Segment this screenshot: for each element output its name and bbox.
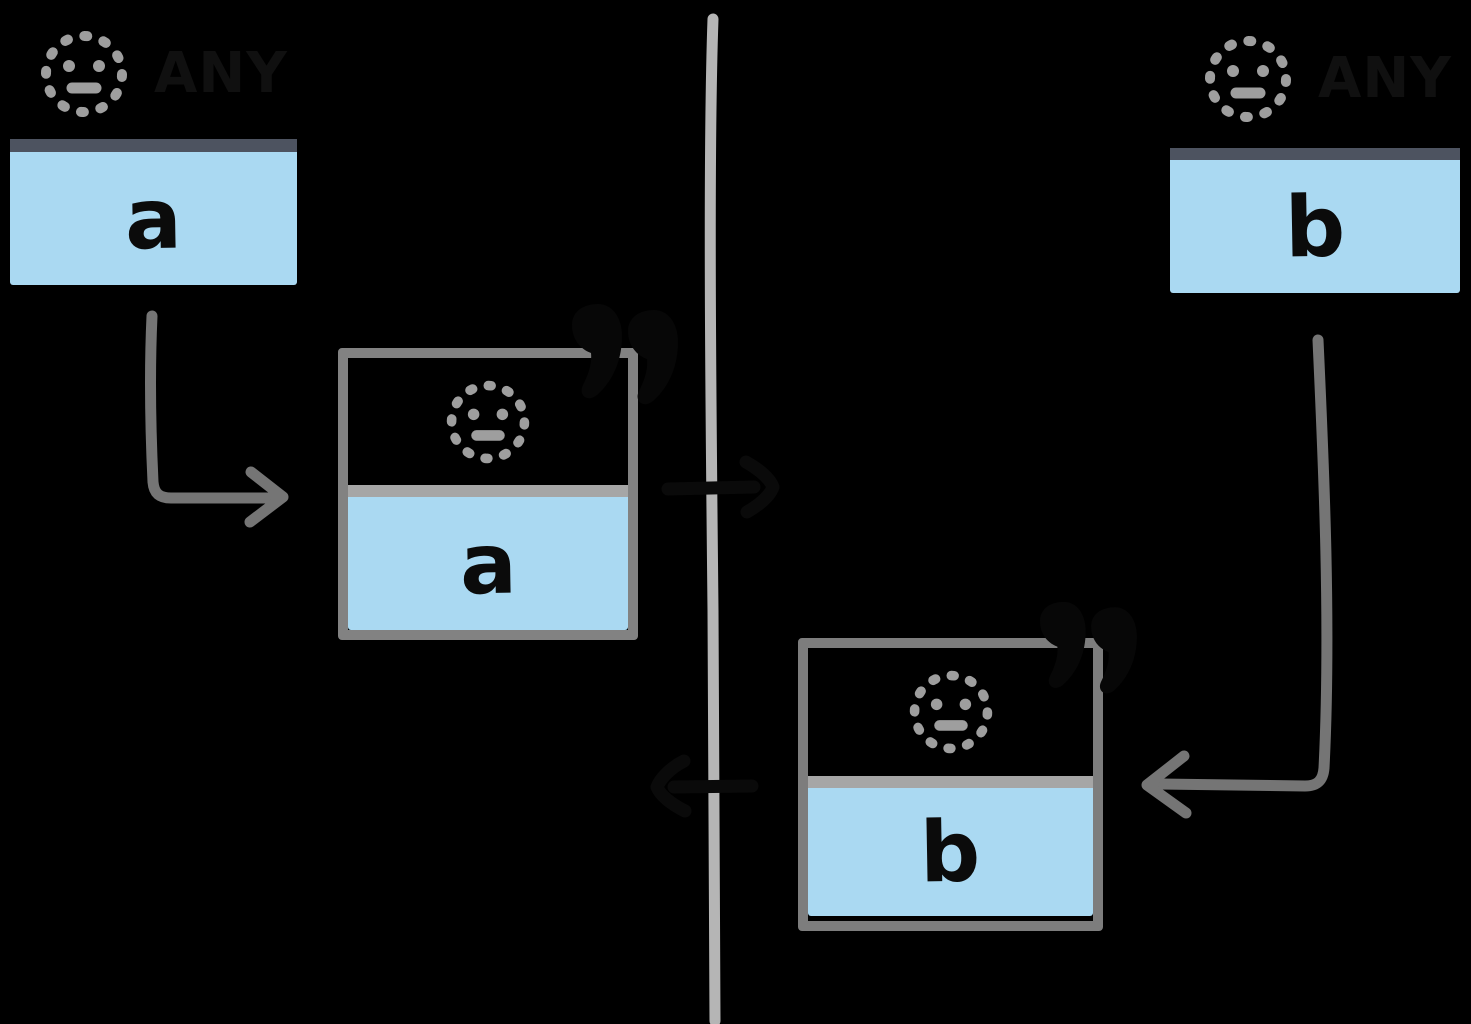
any-user-badge: ANY <box>1318 46 1452 111</box>
card-divider <box>808 776 1093 788</box>
arrow-message-a-across-boundary <box>661 455 780 519</box>
message-letter: b <box>919 802 982 902</box>
card-body: b <box>808 788 1093 916</box>
user-card-b: ANY b <box>1170 10 1460 293</box>
boundary-line <box>704 13 721 1024</box>
message-card-b: b <box>798 638 1103 931</box>
arrow-user-a-to-message <box>144 310 289 528</box>
message-letter: a <box>458 514 518 613</box>
message-letter: a <box>124 169 183 268</box>
card-header: ANY <box>1170 10 1460 148</box>
user-card-a: ANY a <box>10 8 297 285</box>
user-smiley-icon <box>41 30 127 117</box>
card-body: b <box>1170 160 1460 293</box>
card-header <box>808 648 1093 776</box>
user-smiley-icon <box>909 670 992 754</box>
card-body: a <box>348 497 628 630</box>
arrow-user-b-to-message <box>1141 334 1333 819</box>
quote-icon-b <box>1040 601 1137 694</box>
card-divider <box>1170 148 1460 160</box>
card-divider <box>10 139 297 152</box>
card-header: ANY <box>10 8 297 139</box>
card-divider <box>348 485 628 497</box>
quote-icon-a <box>572 304 678 405</box>
user-smiley-icon <box>1205 36 1291 122</box>
user-smiley-icon <box>446 380 530 463</box>
card-header <box>348 358 628 485</box>
any-user-badge: ANY <box>154 40 288 106</box>
card-body: a <box>10 152 297 285</box>
message-card-a: a <box>338 348 638 640</box>
arrow-message-b-across-boundary <box>650 754 759 818</box>
message-letter: b <box>1284 176 1346 277</box>
